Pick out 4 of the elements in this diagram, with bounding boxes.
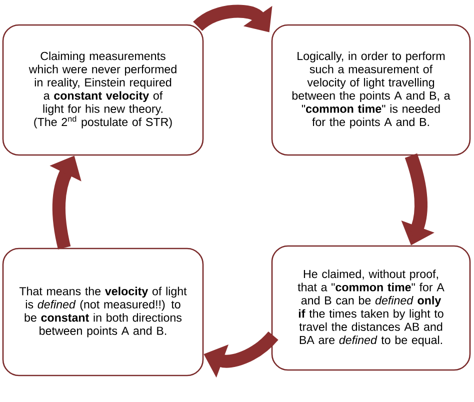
- text-box: That means the velocity of light is defined (not measured!!) to be constant in both directions between points A and B.: [2, 248, 204, 376]
- text-box: Logically, in order to perform such a measurement of velocity of light travelling between the points A and B, a "common time" is needed for the points A and B.: [271, 24, 471, 156]
- text-box: Claiming measurements which were never performed in reality, Einstein required a constant velocity of light for his new theory. (The 2$^{nd}$ postulate of STR): [2, 24, 204, 156]
- text-box: He claimed, without proof, that a "common time" for A and B can be defined only if the times taken by light to travel the distances AB and BA are defined to be equal.: [271, 245, 471, 371]
